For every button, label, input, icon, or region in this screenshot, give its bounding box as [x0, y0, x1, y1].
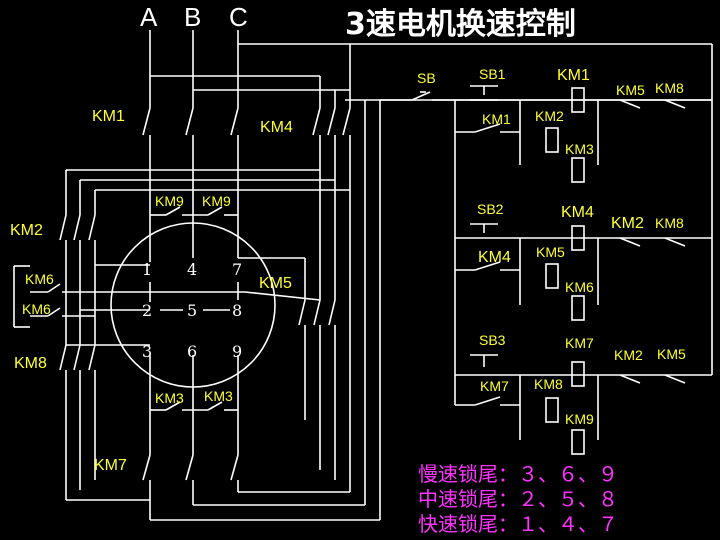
terminal-5: 5: [187, 301, 197, 320]
terminal-2: 2: [142, 301, 152, 320]
phase-label-a: A: [140, 2, 158, 32]
km6-label-top: KM6: [25, 271, 54, 287]
km3-label-left: KM3: [155, 390, 184, 406]
km9-label-right: KM9: [202, 193, 231, 209]
km3-label-right: KM3: [204, 388, 233, 404]
km7-label: KM7: [94, 457, 127, 474]
rung2-interlock1-label: KM2: [611, 215, 644, 232]
sb3-label: SB3: [479, 332, 506, 348]
phase-label-c: C: [229, 2, 248, 32]
km9-label-left: KM9: [155, 193, 184, 209]
km4-label: KM4: [260, 119, 293, 136]
sb-label: SB: [417, 70, 436, 86]
rung2-coil2-label: KM5: [536, 244, 565, 260]
terminal-8: 8: [232, 301, 242, 320]
km5-label: KM5: [259, 275, 292, 292]
left-wiring: [59, 169, 350, 500]
rung3-hold-label: KM7: [480, 378, 509, 394]
rung1-interlock1-label: KM5: [616, 82, 645, 98]
sb2-label: SB2: [477, 201, 504, 217]
rung1-hold-label: KM1: [482, 111, 511, 127]
km3-contacts: [149, 355, 238, 411]
rung3-coil2-label: KM8: [534, 376, 563, 392]
rung1-coil-label: KM1: [557, 67, 590, 84]
rung1-coil3-label: KM3: [565, 141, 594, 157]
km6-contacts: [13, 265, 150, 328]
km2-label: KM2: [10, 222, 43, 239]
km6-label-bottom: KM6: [22, 301, 51, 317]
phase-label-b: B: [184, 2, 201, 32]
rung1-coil2-label: KM2: [535, 108, 564, 124]
rung1-interlock2-label: KM8: [655, 80, 684, 96]
rung3-coil3-label: KM9: [565, 411, 594, 427]
km4-contacts: [312, 107, 351, 300]
rung3-interlock1-label: KM2: [614, 347, 643, 363]
diagram-title: 3速电机换速控制: [345, 7, 576, 42]
rung2-coil-label: KM4: [561, 204, 594, 221]
rung2-coil3-label: KM6: [565, 279, 594, 295]
rung3-coil-label: KM7: [565, 335, 594, 351]
km8-label: KM8: [14, 355, 47, 372]
terminal-9: 9: [232, 342, 242, 361]
legend-medium: 中速锁尾：２、５、８: [418, 487, 618, 511]
rung3-interlock2-label: KM5: [657, 346, 686, 362]
terminal-6: 6: [187, 342, 197, 361]
km7-contacts: [66, 100, 381, 521]
terminal-7: 7: [232, 260, 242, 279]
control-circuit: [380, 85, 713, 455]
km9-contacts: [150, 206, 238, 216]
legend-slow: 慢速锁尾：３、６、９: [418, 462, 618, 486]
km1-label: KM1: [92, 108, 125, 125]
sb1-label: SB1: [479, 66, 506, 82]
rung2-interlock2-label: KM8: [655, 215, 684, 231]
rung2-hold-label: KM4: [478, 249, 511, 266]
km5-contacts: [238, 257, 336, 480]
legend-fast: 快速锁尾：１、４、７: [418, 512, 618, 536]
terminal-4: 4: [187, 260, 197, 279]
km1-contacts: [142, 107, 239, 258]
terminal-1: 1: [142, 260, 152, 279]
terminal-3: 3: [142, 342, 152, 361]
